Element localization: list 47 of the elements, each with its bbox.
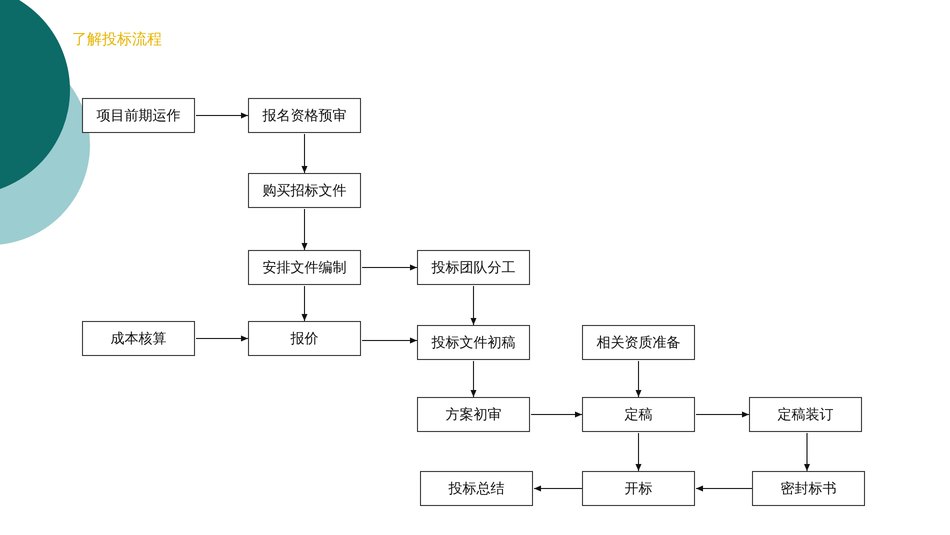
process-box [582, 471, 695, 506]
arrow [470, 286, 476, 326]
box-label: 报名资格预审 [262, 106, 346, 124]
process-box [582, 325, 695, 360]
process-box [420, 471, 533, 506]
box-label: 密封标书 [780, 480, 836, 498]
arrow [696, 486, 752, 492]
box-label: 报价 [290, 330, 318, 348]
box-label: 安排文件编制 [262, 258, 346, 276]
process-box [417, 397, 530, 432]
process-box [248, 98, 361, 133]
arrow [804, 432, 810, 472]
arrow [362, 264, 418, 270]
process-box [82, 98, 195, 133]
arrow [302, 286, 308, 322]
box-label: 定稿 [624, 406, 652, 424]
box-label: 投标文件初稿 [432, 334, 516, 352]
arrow [534, 486, 582, 492]
box-label: 开标 [624, 480, 652, 498]
box-label: 购买招标文件 [262, 182, 346, 200]
process-box [417, 325, 530, 360]
arrow [362, 338, 418, 344]
arrow [636, 432, 642, 472]
process-box [82, 321, 195, 356]
box-label: 成本核算 [110, 330, 166, 348]
process-box [749, 397, 862, 432]
arrow [696, 412, 750, 418]
arrow [530, 412, 582, 418]
process-box [248, 250, 361, 285]
process-box [248, 173, 361, 208]
arrow [196, 112, 248, 118]
process-box [582, 397, 695, 432]
process-box [752, 471, 865, 506]
process-box [248, 321, 361, 356]
arrow [636, 360, 642, 398]
box-label: 项目前期运作 [96, 106, 180, 124]
box-label: 相关资质准备 [596, 334, 680, 352]
box-label: 方案初审 [446, 406, 502, 424]
arrow [302, 208, 308, 250]
title: 了解投标流程 [72, 30, 162, 49]
arrow [470, 360, 476, 398]
box-label: 投标总结 [448, 480, 504, 498]
arrow [196, 336, 248, 342]
arrow [302, 134, 308, 174]
box-label: 定稿装订 [778, 406, 834, 424]
process-box [417, 250, 530, 285]
box-label: 投标团队分工 [432, 258, 516, 276]
